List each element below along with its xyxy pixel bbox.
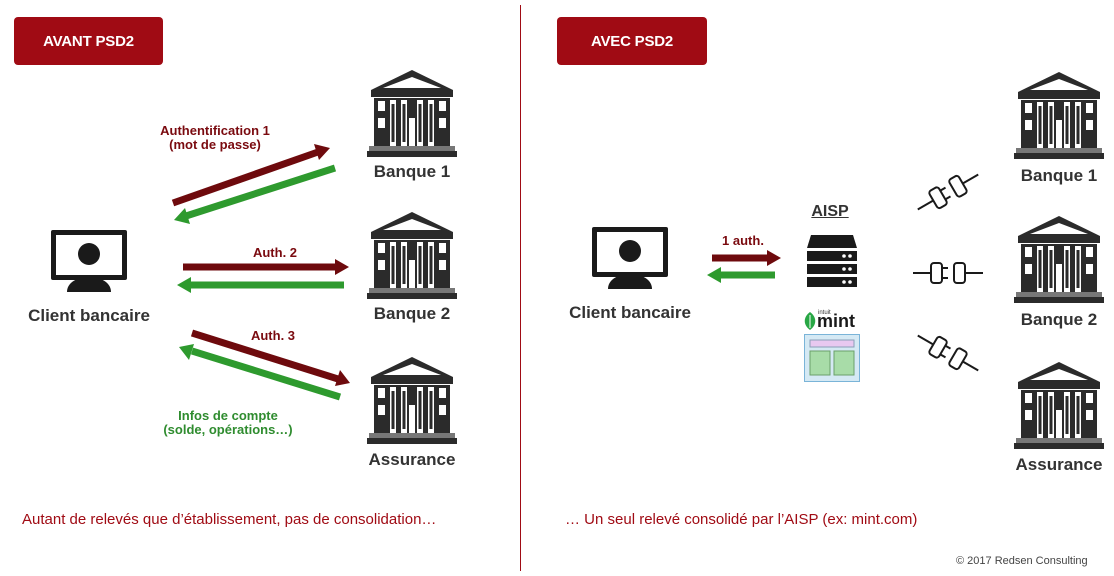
mint-intuit-text: intuit: [818, 310, 831, 316]
arrow-auth-2-response: [177, 277, 344, 293]
plug-connector-insurance-icon: [910, 323, 986, 384]
mint-dashboard-icon: [804, 334, 860, 382]
auth-1-label-line-2: (mot de passe): [169, 137, 261, 152]
left-bank-1-label: Banque 1: [373, 162, 451, 181]
right-client-label: Client bancaire: [569, 303, 691, 322]
arrow-auth-1-response: [174, 164, 337, 224]
auth-1-label-line-1: Authentification 1: [160, 123, 270, 138]
arrow-auth-2-request: [183, 259, 349, 275]
plug-connector-bank-1-icon: [910, 162, 986, 223]
left-caption: Autant de relevés que d’établissement, p…: [22, 511, 437, 528]
arrow-auth-3-response: [179, 344, 342, 401]
badge-avec-psd2-text: AVEC PSD2: [590, 32, 674, 50]
auth-3-label: Auth. 3: [250, 328, 296, 343]
right-bank-2-label: Banque 2: [1020, 310, 1098, 329]
mint-logo-text: mint: [817, 311, 855, 331]
right-insurance-label: Assurance: [1015, 455, 1103, 474]
arrow-auth-1-request: [171, 144, 330, 207]
server-icon: [807, 235, 857, 287]
account-info-label-line-1: Infos de compte: [178, 408, 278, 423]
left-arrows: [171, 144, 350, 401]
aisp-label: AISP: [811, 203, 849, 220]
bank-1-icon: [1014, 70, 1104, 160]
right-arrows: [707, 250, 781, 283]
panel-divider: [520, 5, 521, 571]
left-client-label: Client bancaire: [28, 306, 150, 325]
copyright: © 2017 Redsen Consulting: [956, 555, 1088, 567]
single-auth-label: 1 auth.: [722, 233, 764, 248]
badge-avant-psd2-text: AVANT PSD2: [43, 32, 134, 50]
insurance-icon: [1014, 360, 1104, 450]
right-bank-1-label: Banque 1: [1020, 166, 1098, 185]
client-computer-icon: [590, 225, 670, 297]
mint-leaf-icon: [804, 312, 816, 330]
plug-connector-bank-2-icon: [913, 258, 983, 288]
account-info-label-line-2: (solde, opérations…): [163, 422, 293, 437]
left-insurance-label: Assurance: [368, 450, 456, 469]
auth-2-label: Auth. 2: [252, 245, 298, 260]
arrow-single-auth-response: [707, 267, 775, 283]
arrow-auth-3-request: [190, 329, 350, 386]
left-bank-2-label: Banque 2: [373, 304, 451, 323]
right-caption: … Un seul relevé consolidé par l’AISP (e…: [565, 511, 918, 528]
badge-avec-psd2: AVEC PSD2: [557, 17, 707, 65]
arrow-single-auth-request: [712, 250, 781, 266]
badge-avant-psd2: AVANT PSD2: [14, 17, 163, 65]
bank-2-icon: [1014, 214, 1104, 304]
